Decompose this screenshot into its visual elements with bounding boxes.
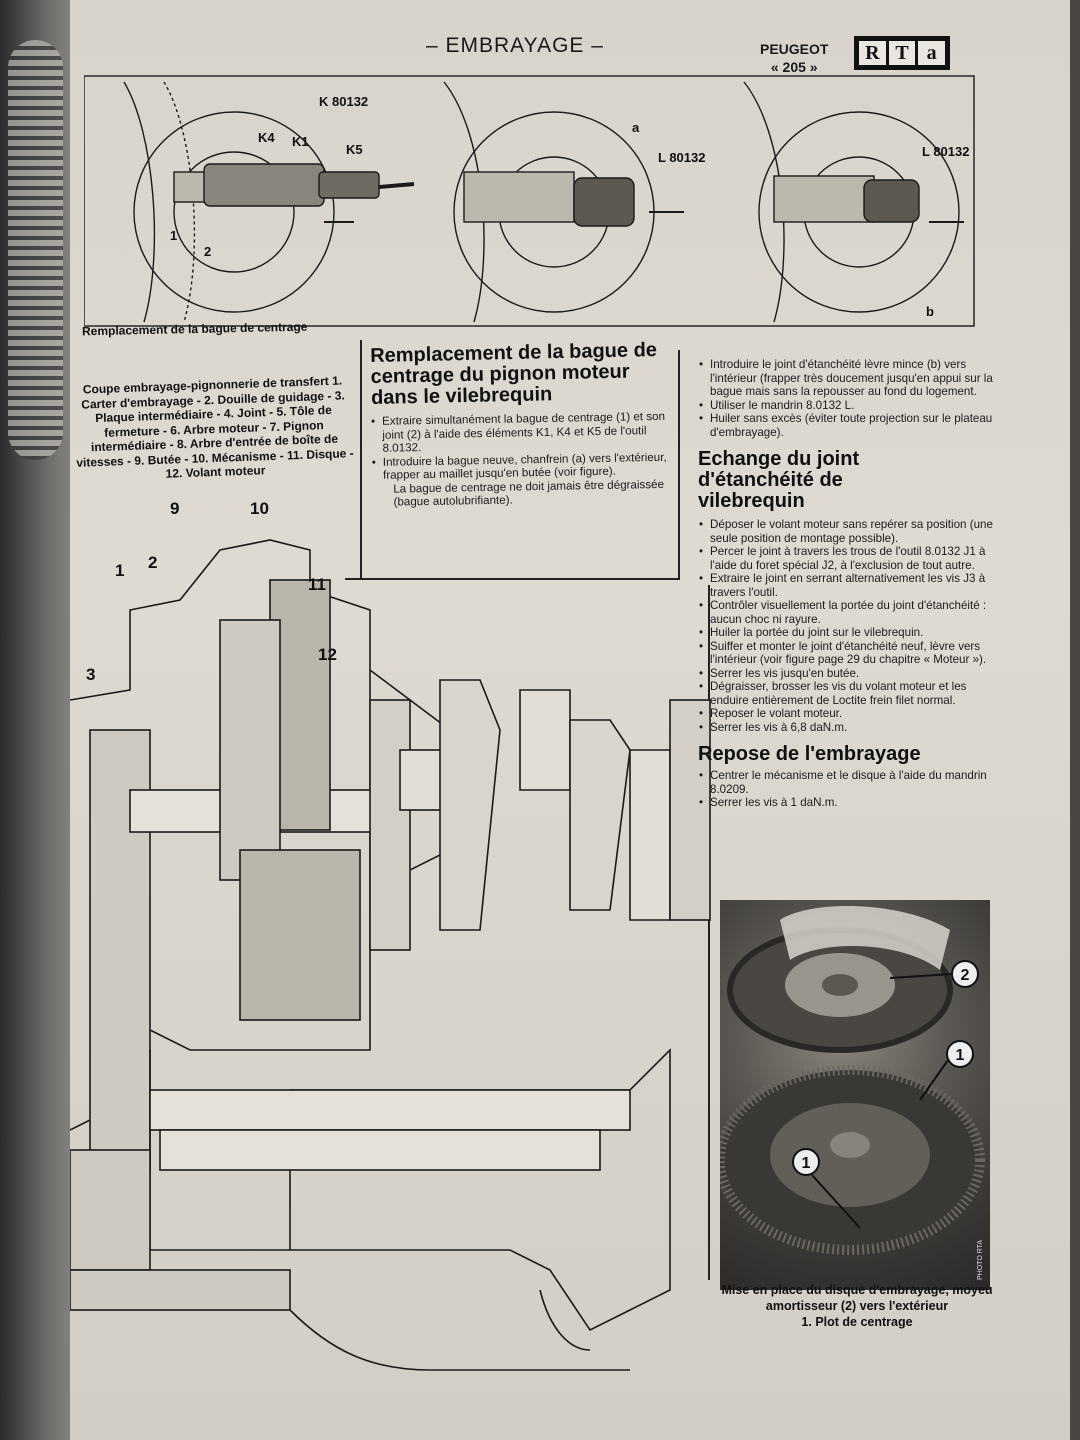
instruction-item: Extraire simultanément la bague de centr… xyxy=(370,410,681,456)
instruction-note: La bague de centrage ne doit jamais être… xyxy=(393,477,665,509)
chapter-title: – EMBRAYAGE – xyxy=(426,34,604,57)
label-k1: K1 xyxy=(292,134,309,149)
instruction-item: Utiliser le mandrin 8.0132 L. xyxy=(698,399,998,413)
callout-10: 10 xyxy=(250,499,269,518)
callout-1: 1 xyxy=(115,561,124,580)
photo-label-1b: 1 xyxy=(802,1155,811,1172)
photo-credit: PHOTO RTA xyxy=(977,1240,984,1280)
manual-page: – EMBRAYAGE – PEUGEOT « 205 » R T a xyxy=(70,0,1070,1440)
instruction-item: Suiffer et monter le joint d'étanchéité … xyxy=(698,640,998,667)
logo-letter: R xyxy=(859,41,886,65)
logo-letter: a xyxy=(918,41,946,65)
section-title: Echange du joint d'étanchéité de vilebre… xyxy=(698,448,860,512)
callout-2: 2 xyxy=(148,553,157,572)
logo-letter: T xyxy=(888,41,916,65)
instruction-item: Huiler sans excès (éviter toute projecti… xyxy=(698,412,998,439)
instruction-item: Percer le joint à travers les trous de l… xyxy=(698,545,998,572)
right-column: Introduire le joint d'étanchéité lèvre m… xyxy=(698,358,998,810)
instruction-item: Déposer le volant moteur sans repérer sa… xyxy=(698,518,998,545)
instruction-item: Huiler la portée du joint sur le vilebre… xyxy=(698,626,998,640)
bushing-replacement-figure: K 80132 K4 K1 K5 1 2 a L 80132 L 80132 b xyxy=(84,75,975,327)
photo-label-2: 2 xyxy=(961,967,970,984)
section-bushing-continued: Introduire le joint d'étanchéité lèvre m… xyxy=(698,358,998,439)
adjacent-page-photo xyxy=(0,0,78,1440)
clutch-cross-section-figure: 9 10 1 2 11 12 4 3 xyxy=(70,499,711,1371)
photo-caption-line-2: 1. Plot de centrage xyxy=(801,1315,913,1329)
label-1: 1 xyxy=(170,228,177,243)
photo-label-1: 1 xyxy=(956,1047,965,1064)
frame-line xyxy=(345,578,680,580)
brand-line-1: PEUGEOT xyxy=(760,41,829,57)
brand-label: PEUGEOT « 205 » xyxy=(760,40,828,76)
callout-9: 9 xyxy=(170,499,179,518)
instruction-item: Serrer les vis à 1 daN.m. xyxy=(698,796,998,810)
label-k5: K5 xyxy=(346,142,363,157)
label-k4: K4 xyxy=(258,130,275,145)
clutch-disc-photo: 2 1 1 PHOTO RTA xyxy=(720,900,990,1290)
instruction-item: Serrer les vis jusqu'en butée. xyxy=(698,667,998,681)
instruction-item: Contrôler visuellement la portée du join… xyxy=(698,599,998,626)
instruction-item: Centrer le mécanisme et le disque à l'ai… xyxy=(698,769,998,796)
instruction-item: Reposer le volant moteur. xyxy=(698,707,998,721)
label-l80132-2: L 80132 xyxy=(922,144,969,159)
frame-line xyxy=(360,340,362,580)
section-bushing-replacement: Remplacement de la bague de centrage du … xyxy=(370,339,681,510)
label-2: 2 xyxy=(204,244,211,259)
frame-line xyxy=(708,585,710,1280)
callout-11: 11 xyxy=(308,575,326,594)
main-figure-caption: Coupe embrayage-pignonnerie de transfert… xyxy=(76,373,354,481)
instruction-item: Extraire le joint en serrant alternative… xyxy=(698,572,998,599)
instruction-item: Introduire le joint d'étanchéité lèvre m… xyxy=(698,358,998,399)
instruction-item: Introduire la bague neuve, chanfrein (a)… xyxy=(371,450,681,482)
label-b: b xyxy=(926,304,934,319)
instruction-item: Serrer les vis à 6,8 daN.m. xyxy=(698,721,998,735)
brand-line-2: « 205 » xyxy=(770,59,818,75)
callout-12: 12 xyxy=(318,645,337,664)
section-crankshaft-seal: Echange du joint d'étanchéité de vilebre… xyxy=(698,449,998,734)
photo-caption-line-1: Mise en place du disque d'embrayage, moy… xyxy=(721,1283,993,1313)
label-a: a xyxy=(632,120,640,135)
callout-3: 3 xyxy=(86,665,95,684)
photo-caption: Mise en place du disque d'embrayage, moy… xyxy=(712,1282,1002,1330)
section-title: Repose de l'embrayage xyxy=(698,743,921,765)
section-title: Remplacement de la bague de centrage du … xyxy=(369,338,658,409)
label-l80132: L 80132 xyxy=(658,150,705,165)
instruction-item: Dégraisser, brosser les vis du volant mo… xyxy=(698,680,998,707)
rta-logo: R T a xyxy=(854,36,950,70)
label-k80132: K 80132 xyxy=(319,94,368,109)
section-clutch-refit: Repose de l'embrayage Centrer le mécanis… xyxy=(698,744,998,810)
